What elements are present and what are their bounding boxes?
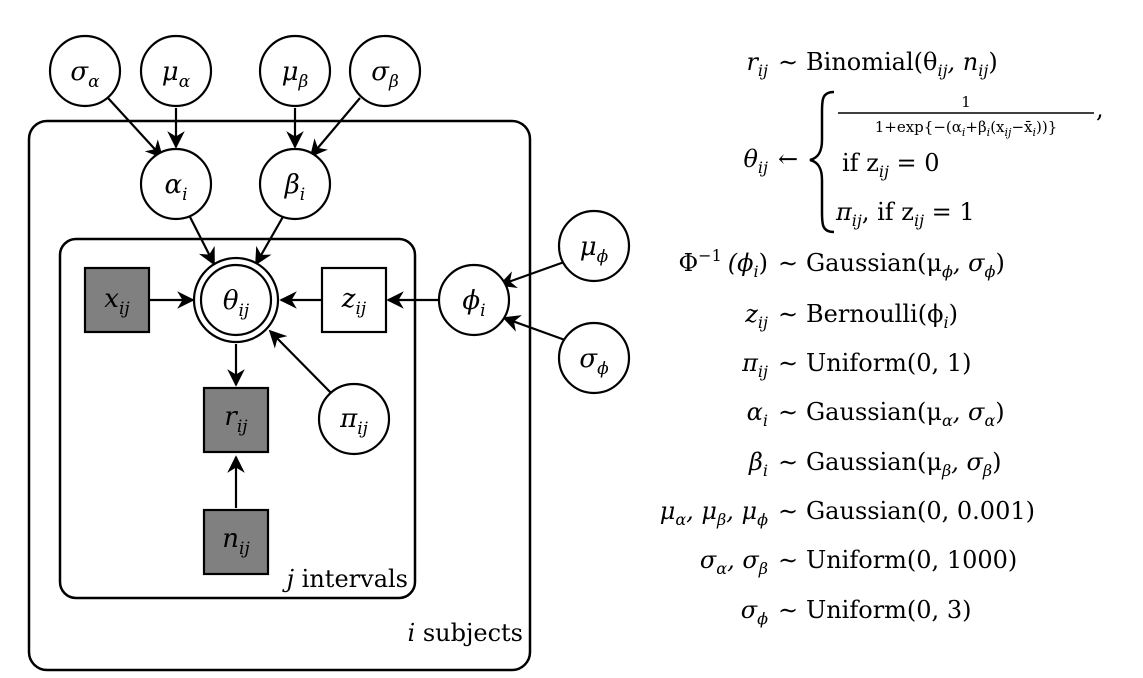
node-sigma-alpha (48, 34, 122, 108)
eq-beta-rhs: Gaussian(μβ, σβ) (806, 448, 1002, 480)
eq-z-lhs: zij (744, 300, 768, 332)
edge-mu-phi-to-phi (498, 259, 568, 288)
eq-theta-frac-den: 1+exp{−(αi+βi(xij−x̄i))} (875, 118, 1058, 139)
edge-alpha-to-theta (188, 214, 215, 266)
label-mu-phi: μϕ (580, 232, 609, 267)
node-sigma-beta (348, 34, 422, 108)
label-pi-ij: πij (339, 404, 369, 439)
eq-theta-lhs: θij (743, 145, 768, 177)
edge-sigma-beta-to-beta (309, 97, 361, 158)
eq-z-op: ∼ (778, 300, 798, 328)
node-alpha-i (139, 147, 213, 221)
node-phi-i (437, 263, 511, 337)
node-n-ij (202, 508, 270, 576)
node-mu-alpha (139, 34, 213, 108)
plate-intervals (58, 237, 417, 600)
node-r-ij (202, 386, 270, 454)
edge-sigma-phi-to-phi (502, 315, 566, 342)
eq-theta-op: ← (778, 145, 798, 173)
eq-sigma-phi-op: ∼ (778, 596, 798, 624)
eq-beta-lhs: βi (748, 448, 768, 480)
eq-alpha-lhs: αi (747, 398, 768, 430)
eq-mus-lhs: μα, μβ, μϕ (660, 497, 768, 529)
eq-r-rhs: Binomial(θij, nij) (806, 48, 998, 80)
eq-theta-frac-comma: , (1096, 95, 1104, 123)
eq-sigmas-op: ∼ (778, 546, 798, 574)
node-mu-beta (258, 34, 332, 108)
label-n-ij: nij (222, 524, 250, 559)
label-phi-i: ϕi (462, 286, 485, 321)
edge-beta-to-theta (255, 214, 285, 266)
eq-mus-op: ∼ (778, 497, 798, 525)
node-beta-i (258, 147, 332, 221)
plate-subjects-label: i subjects (408, 619, 524, 647)
eq-alpha-rhs: Gaussian(μα, σα) (806, 398, 1005, 430)
eq-phi-op: ∼ (778, 249, 798, 277)
eq-alpha-op: ∼ (778, 398, 798, 426)
node-z-ij (320, 266, 388, 334)
label-z-ij: zij (341, 284, 367, 319)
eq-sigmas-lhs: σα, σβ (700, 546, 768, 578)
node-pi-ij (317, 382, 391, 456)
eq-pi-op: ∼ (778, 349, 798, 377)
eq-r-lhs: rij (746, 48, 768, 80)
label-beta-i: βi (284, 170, 305, 205)
edge-sigma-alpha-to-alpha (107, 97, 164, 159)
eq-theta-case2: πij, if zij = 1 (835, 198, 975, 230)
eq-pi-rhs: Uniform(0, 1) (806, 349, 971, 377)
label-r-ij: rij (224, 402, 248, 437)
eq-pi-lhs: πij (741, 349, 768, 381)
label-sigma-alpha: σα (70, 57, 100, 92)
node-sigma-phi (557, 321, 631, 395)
label-theta-ij: θij (223, 286, 250, 321)
eq-theta-brace (809, 90, 835, 234)
label-x-ij: xij (104, 284, 130, 319)
eq-sigmas-rhs: Uniform(0, 1000) (806, 546, 1017, 574)
eq-sigma-phi-lhs: σϕ (741, 596, 768, 628)
eq-phi-lhs: Φ−1(ϕi) (678, 246, 768, 281)
eq-theta-frac-num: 1 (961, 93, 971, 111)
plate-intervals-label: j intervals (282, 565, 408, 593)
edge-pi-to-theta (268, 329, 336, 398)
edges (107, 97, 568, 508)
equations: rij ∼ Binomial(θij, nij) θij ← 1 1+exp{−… (660, 48, 1104, 628)
node-theta-ij-inner (199, 263, 273, 337)
label-mu-alpha: μα (162, 57, 191, 92)
label-sigma-beta: σβ (371, 57, 399, 92)
eq-phi-rhs: Gaussian(μϕ, σϕ) (806, 249, 1005, 281)
eq-r-op: ∼ (778, 48, 798, 76)
node-x-ij (83, 266, 151, 334)
label-mu-beta: μβ (282, 57, 309, 92)
node-mu-phi (557, 209, 631, 283)
plate-subjects (27, 119, 532, 672)
eq-theta-case1-cond: if zij = 0 (842, 149, 940, 181)
eq-mus-rhs: Gaussian(0, 0.001) (806, 497, 1035, 525)
label-alpha-i: αi (165, 170, 188, 205)
eq-sigma-phi-rhs: Uniform(0, 3) (806, 596, 971, 624)
label-sigma-phi: σϕ (579, 344, 609, 379)
eq-z-rhs: Bernoulli(ϕi) (806, 300, 958, 332)
eq-beta-op: ∼ (778, 448, 798, 476)
